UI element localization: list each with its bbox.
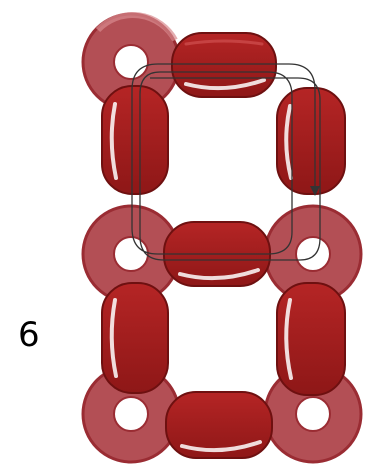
segment-lower-left <box>102 283 168 393</box>
segment-lower-right <box>277 283 345 395</box>
segment-upper-right <box>277 88 345 194</box>
segment-top <box>172 33 276 97</box>
segment-upper-left <box>102 86 168 194</box>
segment-bottom <box>166 392 272 458</box>
digit-label: 6 <box>18 316 40 354</box>
